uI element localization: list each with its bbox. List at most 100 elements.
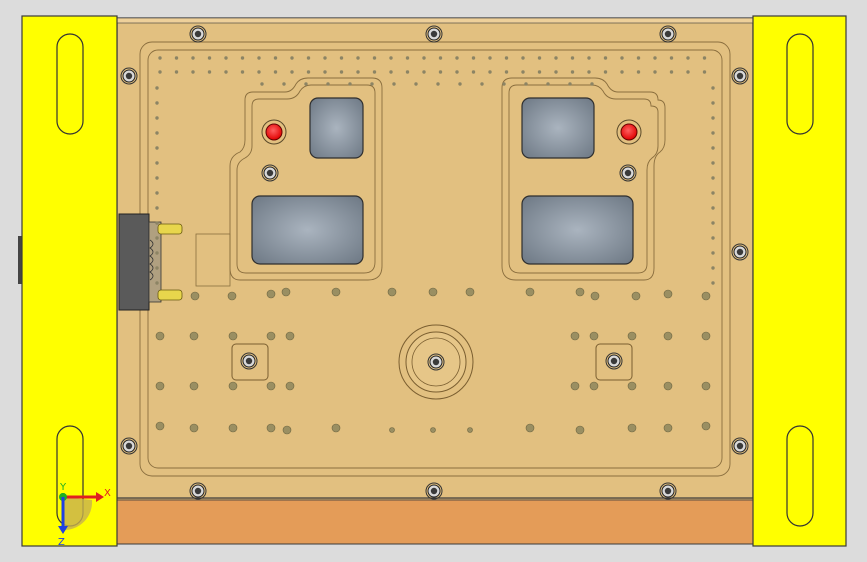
socket-head-screw-icon[interactable] xyxy=(240,352,258,370)
drilled-hole-icon xyxy=(627,423,637,433)
drilled-hole-icon xyxy=(190,291,200,301)
screw-pattern xyxy=(120,25,749,500)
vent-dot xyxy=(155,161,159,165)
vent-dot xyxy=(257,70,261,74)
vent-dot xyxy=(356,70,360,74)
vent-dot xyxy=(304,82,308,86)
left-upper-pocket[interactable] xyxy=(309,97,364,159)
vent-dot xyxy=(282,82,286,86)
x-axis-label: X xyxy=(104,488,111,499)
right-square-boss[interactable] xyxy=(595,343,633,381)
vent-dot xyxy=(537,70,542,74)
vent-dot xyxy=(711,161,715,165)
vent-dot xyxy=(438,56,443,60)
vent-dot xyxy=(603,56,608,60)
vent-dot xyxy=(455,70,459,74)
vent-dot xyxy=(537,56,542,60)
drilled-hole-icon xyxy=(627,331,637,341)
vent-dot xyxy=(455,56,459,60)
socket-head-screw-icon[interactable] xyxy=(261,164,279,182)
drilled-hole-icon xyxy=(282,425,292,435)
drilled-hole-pattern xyxy=(155,287,711,435)
vent-dot xyxy=(711,236,715,240)
vent-dot xyxy=(155,236,159,240)
socket-head-screw-icon[interactable] xyxy=(731,437,749,455)
vent-dot xyxy=(174,70,179,74)
left-upper-slot xyxy=(56,33,84,135)
vent-dot xyxy=(568,82,572,86)
right-side-bracket[interactable] xyxy=(752,15,847,547)
socket-head-screw-icon[interactable] xyxy=(731,67,749,85)
vent-dot xyxy=(155,146,159,150)
socket-head-screw-icon[interactable] xyxy=(659,482,677,500)
vent-dot xyxy=(224,56,228,60)
drilled-hole-icon xyxy=(228,423,238,433)
vent-dot xyxy=(521,70,525,74)
socket-head-screw-icon[interactable] xyxy=(731,243,749,261)
right-upper-slot xyxy=(786,33,814,135)
socket-head-screw-icon[interactable] xyxy=(189,25,207,43)
vent-dot xyxy=(546,82,550,86)
vent-dot xyxy=(290,56,294,60)
vent-dot xyxy=(711,116,715,120)
vent-dot xyxy=(323,70,327,74)
vent-dot xyxy=(504,56,509,60)
fixture-base[interactable] xyxy=(116,497,754,545)
right-pocket-outline-outer xyxy=(501,77,666,281)
vent-dot xyxy=(669,56,674,60)
socket-head-screw-icon[interactable] xyxy=(619,164,637,182)
socket-head-screw-icon[interactable] xyxy=(120,67,138,85)
vent-dot xyxy=(155,281,159,285)
socket-head-screw-icon[interactable] xyxy=(425,482,443,500)
vent-dot xyxy=(348,82,352,86)
vent-dot xyxy=(711,206,715,210)
vent-dot xyxy=(702,56,707,60)
vent-dot xyxy=(339,56,344,60)
right-lower-pocket[interactable] xyxy=(521,195,634,265)
socket-head-screw-icon[interactable] xyxy=(427,353,445,371)
drilled-hole-icon xyxy=(627,381,637,391)
plate-top-edge xyxy=(116,17,754,24)
drilled-hole-icon xyxy=(387,287,397,297)
drilled-hole-icon xyxy=(228,331,238,341)
vent-dot xyxy=(587,56,591,60)
right-upper-pocket[interactable] xyxy=(521,97,595,159)
vent-dot xyxy=(488,56,492,60)
socket-head-screw-icon[interactable] xyxy=(659,25,677,43)
drilled-hole-icon xyxy=(589,331,599,341)
drilled-hole-icon xyxy=(189,423,199,433)
vent-dot xyxy=(323,56,327,60)
drilled-hole-icon xyxy=(227,291,237,301)
vent-dot xyxy=(257,56,261,60)
vent-dot xyxy=(711,131,715,135)
vent-dot xyxy=(356,56,360,60)
vent-dot xyxy=(422,70,426,74)
fixture-plate[interactable] xyxy=(116,17,754,499)
socket-head-screw-icon[interactable] xyxy=(425,25,443,43)
vent-dot xyxy=(458,82,462,86)
drilled-hole-icon xyxy=(663,381,673,391)
vent-dot xyxy=(570,70,575,74)
red-locating-pin-icon[interactable] xyxy=(616,119,642,145)
drilled-hole-icon xyxy=(663,331,673,341)
vent-dot xyxy=(711,221,715,225)
vent-dot xyxy=(306,56,311,60)
side-connector[interactable] xyxy=(18,213,231,311)
drilled-hole-icon xyxy=(155,331,165,341)
left-square-boss[interactable] xyxy=(231,343,269,381)
y-axis-label: Y xyxy=(59,482,67,493)
vent-dot xyxy=(405,70,410,74)
drilled-hole-icon xyxy=(663,423,673,433)
socket-head-screw-icon[interactable] xyxy=(605,352,623,370)
left-side-bracket[interactable] xyxy=(21,15,118,547)
socket-head-screw-icon[interactable] xyxy=(120,437,138,455)
vent-dot xyxy=(372,56,377,60)
drilled-hole-icon xyxy=(575,425,585,435)
z-axis-label: Z xyxy=(58,537,65,548)
left-lower-pocket[interactable] xyxy=(251,195,364,265)
red-locating-pin-icon[interactable] xyxy=(261,119,287,145)
vent-dot xyxy=(155,221,159,225)
socket-head-screw-icon[interactable] xyxy=(189,482,207,500)
vent-dot xyxy=(389,70,393,74)
